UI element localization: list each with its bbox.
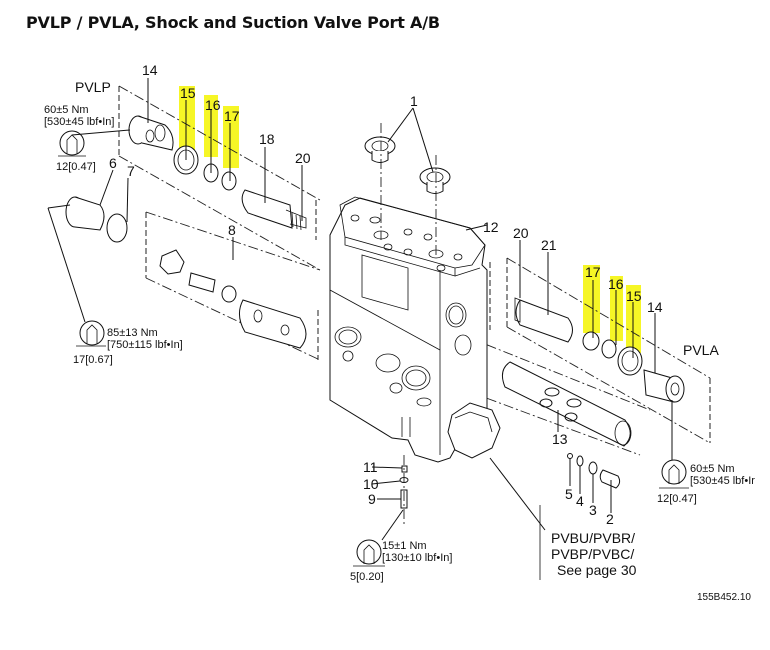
- torque-pvla-nm: 60±5 Nm: [690, 463, 735, 475]
- label-12: 12: [483, 219, 499, 235]
- pvlp-bracket: [118, 85, 321, 271]
- torque-pvlp-imperial: [530±45 lbf•In]: [44, 116, 114, 128]
- oring-7: [106, 213, 128, 243]
- section-label-pvla: PVLA: [683, 342, 719, 358]
- highlight-17-right: [583, 265, 600, 333]
- spool-13: [501, 361, 632, 447]
- torque-plug6-imperial: [750±115 lbf•In]: [107, 339, 183, 351]
- valve-block-12: [329, 196, 501, 463]
- oring-16-right: [601, 339, 617, 359]
- highlight-15-left: [179, 86, 195, 151]
- label-2: 2: [606, 511, 614, 527]
- bushing-1b: [419, 167, 451, 194]
- torque-screw9-imperial: [130±10 lbf•In]: [382, 552, 452, 564]
- plug-14-right: [643, 369, 685, 403]
- bushing-1a: [364, 136, 396, 163]
- ref-note-line1: PVBU/PVBR/: [551, 530, 635, 546]
- torque-pvla-imperial: [530±45 lbf•Ir: [690, 475, 755, 487]
- small-parts-2-5: [567, 453, 621, 489]
- label-18: 18: [259, 131, 275, 147]
- group-13-bracket: [469, 262, 651, 456]
- hex-screw9: 5[0.20]: [350, 571, 384, 583]
- ref-note-line2: PVBP/PVBC/: [551, 546, 634, 562]
- label-6: 6: [109, 155, 117, 171]
- ref-note-line3[interactable]: See page 30: [557, 562, 637, 578]
- label-10: 10: [363, 476, 379, 492]
- label-17-right: 17: [585, 264, 601, 280]
- cartridge-8-parts: [159, 249, 307, 349]
- label-16-right: 16: [608, 276, 624, 292]
- spool-18: [241, 189, 307, 231]
- label-13: 13: [552, 431, 568, 447]
- label-3: 3: [589, 502, 597, 518]
- hex-symbol-plug6: [76, 320, 106, 347]
- page-title: PVLP / PVLA, Shock and Suction Valve Por…: [26, 13, 440, 32]
- screw-9-10-11: [399, 455, 409, 525]
- label-14-right: 14: [647, 299, 663, 315]
- hex-plug6: 17[0.67]: [73, 354, 113, 366]
- torque-pvlp-nm: 60±5 Nm: [44, 104, 89, 116]
- label-16-left: 16: [205, 97, 221, 113]
- label-8: 8: [228, 222, 236, 238]
- label-5: 5: [565, 486, 573, 502]
- hex-symbol-screw9: [353, 539, 385, 567]
- label-7: 7: [127, 163, 135, 179]
- section-label-pvlp: PVLP: [75, 79, 111, 95]
- label-1: 1: [410, 93, 418, 109]
- label-15-left: 15: [180, 85, 196, 101]
- spool-21: [514, 297, 573, 343]
- plug-6: [65, 196, 105, 231]
- label-20-right: 20: [513, 225, 529, 241]
- label-4: 4: [576, 493, 584, 509]
- hex-symbol-pvla: [659, 459, 689, 489]
- label-21: 21: [541, 237, 557, 253]
- pvla-bracket: [506, 257, 711, 444]
- label-14-left: 14: [142, 62, 158, 78]
- label-9: 9: [368, 491, 376, 507]
- label-17-left: 17: [224, 108, 240, 124]
- oring-17-left: [221, 171, 237, 191]
- hex-pvla: 12[0.47]: [657, 493, 697, 505]
- torque-plug6-nm: 85±13 Nm: [107, 327, 158, 339]
- label-15-right: 15: [626, 288, 642, 304]
- drawing-number: 155B452.10: [697, 592, 751, 603]
- plug-14-left: [128, 115, 174, 151]
- label-20-left: 20: [295, 150, 311, 166]
- highlight-17-left: [223, 106, 239, 168]
- hex-symbol-pvlp: [58, 130, 86, 157]
- oring-17-right: [582, 331, 600, 351]
- torque-screw9-nm: 15±1 Nm: [382, 540, 427, 552]
- hex-pvlp: 12[0.47]: [56, 161, 96, 173]
- label-11: 11: [363, 459, 378, 475]
- leader-lines: [47, 78, 673, 580]
